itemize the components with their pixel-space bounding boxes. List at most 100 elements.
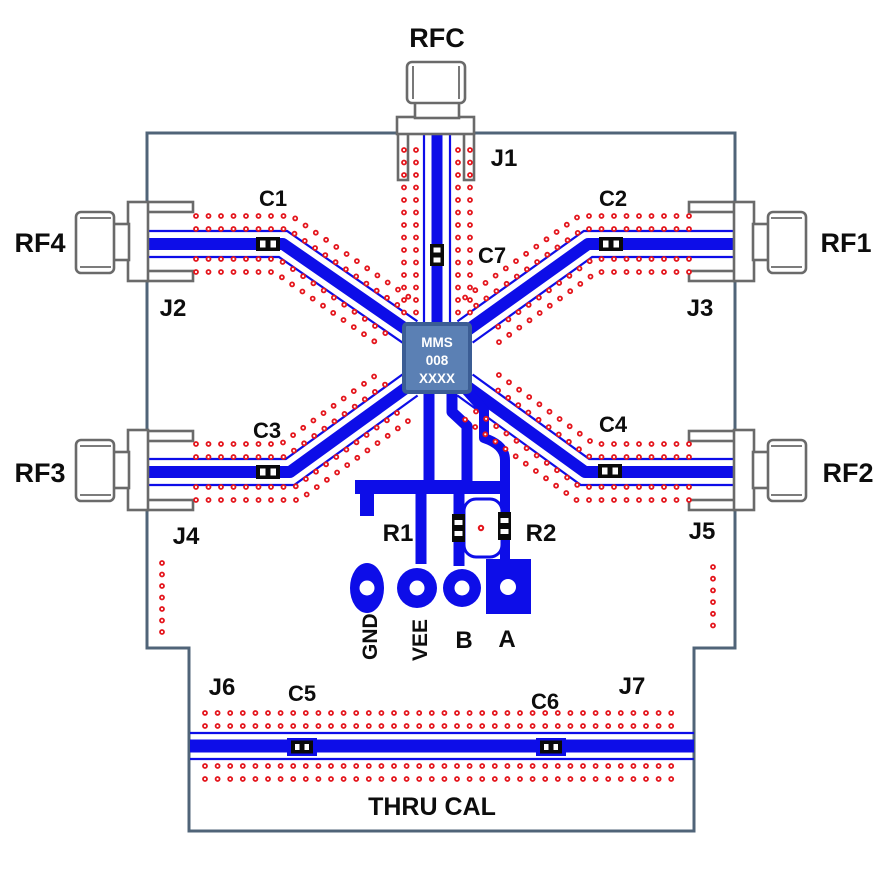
ground-via — [617, 763, 624, 769]
ground-via — [378, 776, 385, 782]
ground-via — [340, 317, 347, 323]
gnd-pad — [350, 563, 384, 613]
ground-via — [673, 226, 680, 232]
ground-via — [454, 763, 460, 769]
ground-via — [598, 269, 605, 275]
ground-via — [592, 776, 599, 782]
ground-via — [546, 287, 552, 294]
ground-via — [643, 763, 649, 769]
ground-via — [413, 147, 419, 153]
connector-hex-lines — [412, 66, 460, 99]
ground-via — [293, 497, 299, 503]
ground-via — [643, 776, 649, 782]
trace-center — [461, 380, 735, 478]
ground-via — [467, 247, 473, 253]
ground-via — [517, 776, 523, 782]
ground-via — [623, 484, 630, 490]
ground-via — [344, 462, 351, 469]
ground-via — [598, 497, 605, 503]
ground-via — [354, 454, 361, 461]
ground-via — [403, 763, 410, 769]
ground-via — [353, 439, 360, 446]
ground-via — [214, 723, 221, 729]
rf4-label: RF4 — [14, 228, 65, 258]
ground-via — [466, 776, 473, 782]
ground-via — [563, 221, 570, 228]
b-label: B — [455, 627, 472, 654]
connector-leg — [145, 429, 195, 443]
ground-via — [227, 710, 234, 716]
ground-via — [586, 453, 593, 460]
ground-via — [340, 776, 347, 782]
ground-via — [467, 234, 473, 241]
ground-via — [280, 226, 287, 232]
ground-via — [230, 226, 237, 232]
j1-label: J1 — [491, 145, 518, 172]
ground-via — [455, 284, 461, 291]
ground-via — [504, 710, 511, 716]
ground-via — [636, 226, 642, 232]
ground-via — [686, 484, 692, 490]
ground-via — [193, 454, 199, 460]
a-label: A — [498, 626, 515, 653]
ground-via — [302, 763, 309, 769]
a-trace — [462, 386, 510, 560]
ground-via — [611, 497, 617, 503]
ground-via — [467, 172, 473, 178]
ground-via — [218, 256, 224, 262]
ground-via — [428, 723, 435, 729]
ground-via — [378, 710, 385, 716]
ground-via — [416, 710, 423, 716]
ground-via — [546, 302, 553, 309]
ground-via — [401, 147, 407, 153]
ground-via — [661, 454, 667, 460]
ground-via — [467, 147, 473, 153]
ground-via — [577, 280, 584, 287]
ground-via — [479, 776, 486, 782]
j5-label: J5 — [689, 518, 716, 545]
capacitor-c4 — [598, 464, 622, 478]
chip-text-line1: MMS — [421, 335, 453, 350]
ground-via — [567, 710, 574, 716]
ground-via — [491, 763, 498, 769]
ground-via — [413, 209, 419, 216]
ground-via — [506, 379, 512, 386]
ground-via — [623, 454, 630, 460]
connector-flange — [126, 200, 150, 283]
a-pad — [486, 559, 531, 614]
ground-via — [553, 229, 560, 235]
ground-via — [351, 308, 358, 315]
capacitor-c5 — [287, 738, 317, 756]
ground-via — [159, 617, 165, 624]
ground-via — [413, 172, 419, 178]
ground-via — [268, 454, 274, 460]
ground-via — [193, 213, 199, 219]
ground-via — [617, 776, 624, 782]
ground-via — [661, 484, 667, 490]
ground-via — [230, 497, 237, 503]
ground-via — [332, 259, 339, 266]
ground-via — [517, 723, 523, 729]
ground-via — [466, 763, 473, 769]
connector-body — [766, 438, 808, 503]
resistor-r1 — [452, 514, 465, 542]
ground-via — [265, 723, 271, 729]
rf2-connector — [687, 428, 808, 512]
trace-center — [461, 238, 735, 337]
ground-via — [605, 710, 612, 716]
ground-via — [455, 184, 461, 191]
ground-via — [502, 446, 509, 452]
ground-via — [311, 432, 318, 439]
ground-via — [617, 723, 624, 729]
ground-via — [533, 468, 539, 474]
ground-via — [587, 273, 594, 280]
ground-via — [289, 266, 296, 273]
ground-via — [373, 287, 380, 294]
ground-via — [313, 484, 320, 491]
ground-via — [214, 710, 221, 716]
connector-hex-lines — [80, 445, 111, 496]
c6-label: C6 — [531, 689, 559, 714]
connector-leg — [145, 200, 195, 214]
ground-via — [554, 710, 561, 716]
ground-via — [617, 710, 624, 716]
